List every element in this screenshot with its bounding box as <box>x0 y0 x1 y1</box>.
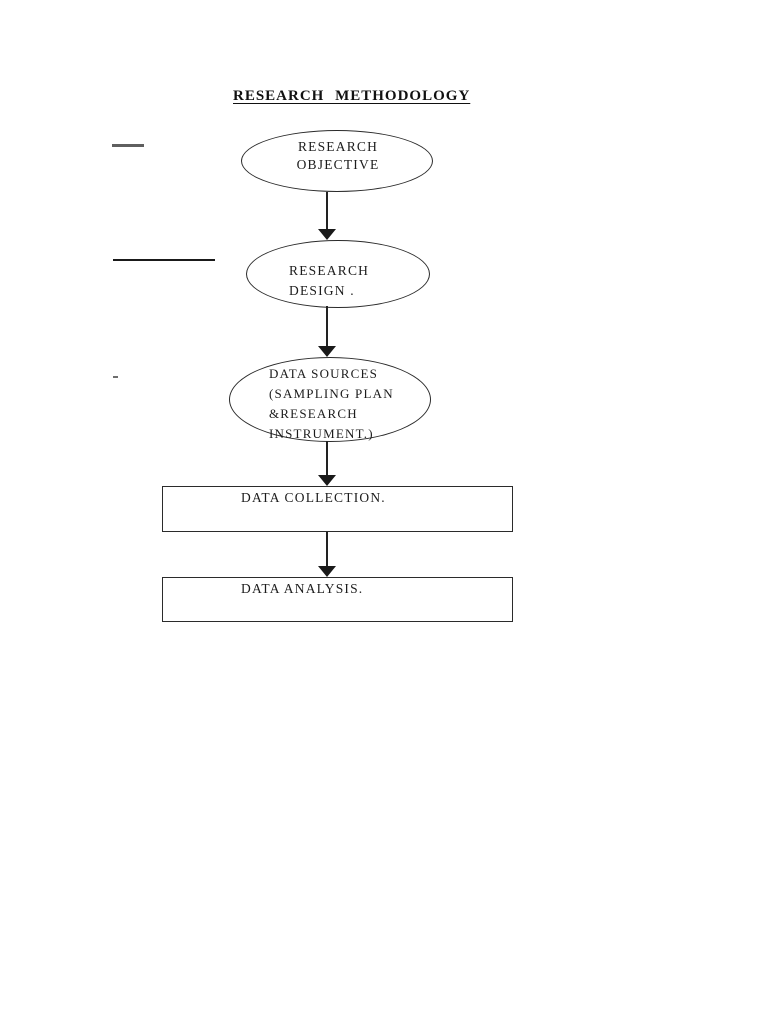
node-label-line: RESEARCH <box>289 263 370 278</box>
node-data-collection-label: DATA COLLECTION. <box>241 490 386 505</box>
connector-line-1 <box>326 192 328 230</box>
stray-underline-mark-2 <box>113 259 215 262</box>
connector-line-4 <box>326 532 328 566</box>
arrow-down-icon <box>318 346 336 357</box>
stray-dash-mark <box>113 376 118 379</box>
node-research-objective-label: RESEARCH OBJECTIVE <box>268 138 408 174</box>
stray-underline-mark-1 <box>112 144 144 147</box>
node-label-line: RESEARCH <box>297 139 379 154</box>
node-research-design-label: RESEARCH DESIGN . <box>289 261 369 301</box>
diagram-title: RESEARCH METHODOLOGY <box>233 88 471 104</box>
node-data-analysis: DATA ANALYSIS. <box>162 577 513 622</box>
node-data-sources-label: DATA SOURCES (SAMPLING PLAN &RESEARCH IN… <box>269 364 394 444</box>
node-data-sources: DATA SOURCES (SAMPLING PLAN &RESEARCH IN… <box>229 357 431 442</box>
node-label-line: DATA SOURCES <box>269 366 379 381</box>
node-label-line: &RESEARCH <box>269 406 358 421</box>
node-data-collection: DATA COLLECTION. <box>162 486 513 532</box>
node-research-design: RESEARCH DESIGN . <box>246 240 430 308</box>
node-data-analysis-label: DATA ANALYSIS. <box>241 581 364 596</box>
arrow-down-icon <box>318 475 336 486</box>
node-label-line: OBJECTIVE <box>296 157 380 172</box>
connector-line-3 <box>326 441 328 475</box>
arrow-down-icon <box>318 566 336 577</box>
node-label-line: INSTRUMENT.) <box>269 426 374 441</box>
arrow-down-icon <box>318 229 336 240</box>
node-label-line: DESIGN . <box>289 283 355 298</box>
node-research-objective: RESEARCH OBJECTIVE <box>241 130 433 192</box>
node-label-line: (SAMPLING PLAN <box>269 386 394 401</box>
connector-line-2 <box>326 306 328 346</box>
